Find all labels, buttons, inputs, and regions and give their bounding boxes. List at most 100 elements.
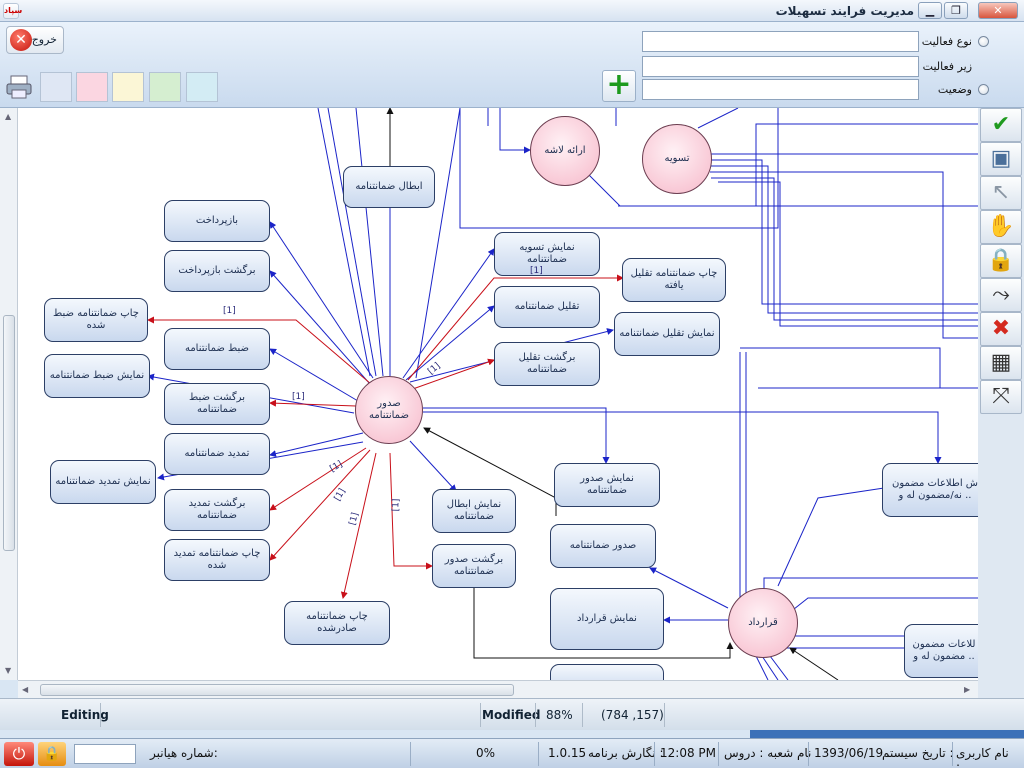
color-swatch-5[interactable] bbox=[186, 72, 218, 102]
node-seize[interactable]: ضبط ضمانتنامه bbox=[164, 328, 270, 370]
confirm-icon: ✔ bbox=[991, 112, 1011, 137]
node-seize-back[interactable]: برگشت ضبط ضمانتنامه bbox=[164, 383, 270, 425]
color-swatch-1[interactable] bbox=[40, 72, 72, 102]
branch-name: نام شعبه : دروس bbox=[724, 746, 812, 760]
node-show-settle[interactable]: نمایش تسویه ضمانتنامه bbox=[494, 232, 600, 276]
minimize-button[interactable]: ▁ bbox=[918, 2, 942, 19]
horizontal-scrollbar[interactable]: ◀ ▶ bbox=[18, 680, 978, 698]
color-swatch-2[interactable] bbox=[76, 72, 108, 102]
power-button[interactable]: ⏻ bbox=[4, 742, 34, 766]
node-info-1[interactable]: ش اطلاعات مضمون نه/مضمون له و .. bbox=[882, 463, 978, 517]
system-date: 1393/06/19 bbox=[814, 746, 884, 760]
hand-button[interactable]: ✋ bbox=[980, 210, 1022, 244]
node-print-issued[interactable]: چاپ ضمانتنامه صادرشده bbox=[284, 601, 390, 645]
app-logo-icon: سپاد bbox=[3, 3, 22, 19]
node-print-extended[interactable]: چاپ ضمانتنامه تمدید شده bbox=[164, 539, 270, 581]
node-show-contract[interactable]: نمایش قرارداد bbox=[550, 588, 664, 650]
node-info-2[interactable]: للاعات مضمون مضمون له و .. bbox=[904, 624, 978, 678]
close-circle-icon: ✕ bbox=[10, 29, 32, 51]
print-button[interactable] bbox=[4, 72, 36, 102]
node-reduce[interactable]: تقلیل ضمانتنامه bbox=[494, 286, 600, 328]
hub-settle[interactable]: تسویه bbox=[642, 124, 712, 194]
hub-contract[interactable]: قرارداد bbox=[728, 588, 798, 658]
activity-type-radio[interactable] bbox=[978, 36, 989, 47]
status-modified: Modified bbox=[482, 708, 541, 722]
version-number: 1.0.15 bbox=[548, 746, 587, 760]
scroll-up-icon[interactable]: ▲ bbox=[5, 112, 12, 121]
hub-issue-guarantee[interactable]: صدور ضمانتنامه bbox=[355, 376, 423, 444]
node-issue[interactable]: صدور ضمانتنامه bbox=[550, 524, 656, 568]
toolbar: ✕ خروج + نوع فعالیت زیر فعالیت وضعیت bbox=[0, 22, 1024, 108]
add-button[interactable]: + bbox=[602, 70, 636, 102]
lock-session-button[interactable]: 🔒 bbox=[38, 742, 66, 766]
vertical-scroll-thumb[interactable] bbox=[3, 315, 15, 551]
restore-button[interactable]: ❐ bbox=[944, 2, 968, 19]
pointer-icon: ↖ bbox=[991, 180, 1011, 205]
progress-text: 0% bbox=[476, 746, 496, 760]
edge-label: [1] bbox=[391, 498, 402, 512]
status-zoom: 88% bbox=[546, 708, 573, 722]
node-extend-back[interactable]: برگشت تمدید ضمانتنامه bbox=[164, 489, 270, 531]
clock: 12:08 PM bbox=[660, 746, 716, 760]
status-accent-strip bbox=[750, 730, 1024, 738]
vertical-scrollbar[interactable]: ▲ ▼ bbox=[0, 108, 18, 680]
node-show-cancel[interactable]: نمایش ابطال ضمانتنامه bbox=[432, 489, 516, 533]
sub-activity-input[interactable] bbox=[642, 56, 919, 77]
status-radio[interactable] bbox=[978, 84, 989, 95]
status-mode: Editing bbox=[61, 708, 109, 722]
node-extend[interactable]: تمدید ضمانتنامه bbox=[164, 433, 270, 475]
diagram-canvas[interactable]: صدور ضمانتنامه ارائه لاشه تسویه قرارداد … bbox=[18, 108, 978, 680]
scroll-left-icon[interactable]: ◀ bbox=[22, 685, 29, 694]
collapse-button[interactable]: ⤧ bbox=[980, 380, 1022, 414]
node-issue-back[interactable]: برگشت صدور ضمانتنامه bbox=[432, 544, 516, 588]
node-reduce-back[interactable]: برگشت تقلیل ضمانتنامه bbox=[494, 342, 600, 386]
exit-button[interactable]: ✕ خروج bbox=[6, 26, 64, 54]
node-print-seized[interactable]: چاپ ضمانتنامه ضبط شده bbox=[44, 298, 148, 342]
lock-button[interactable]: 🔒 bbox=[980, 244, 1022, 278]
hand-icon: ✋ bbox=[987, 214, 1015, 239]
status-label: وضعیت bbox=[937, 83, 972, 96]
activity-type-label: نوع فعالیت bbox=[921, 35, 972, 48]
edge-label: [1] bbox=[223, 306, 236, 316]
edge-label: [1] bbox=[530, 266, 543, 276]
node-repayment[interactable]: بازپرداخت bbox=[164, 200, 270, 242]
bottom-taskbar: ⏻ 🔒 شماره هیانبر: 0% 1.0.15 نگارش برنامه… bbox=[0, 738, 1024, 768]
node-show-reduce[interactable]: نمایش تقلیل ضمانتنامه bbox=[614, 312, 720, 356]
scroll-down-icon[interactable]: ▼ bbox=[5, 666, 12, 675]
status-coords: (784 ,157) bbox=[601, 708, 664, 722]
node-show-seize[interactable]: نمایش ضبط ضمانتنامه bbox=[44, 354, 150, 398]
shortcut-number-input[interactable] bbox=[74, 744, 136, 764]
node-show-extend[interactable]: نمایش تمدید ضمانتنامه bbox=[50, 460, 156, 504]
version-label: نگارش برنامه : bbox=[588, 746, 664, 760]
status-input[interactable] bbox=[642, 79, 919, 100]
sub-activity-label: زیر فعالیت bbox=[922, 60, 972, 73]
exit-label: خروج bbox=[31, 33, 57, 46]
save-icon: ▣ bbox=[990, 146, 1012, 171]
confirm-button[interactable]: ✔ bbox=[980, 108, 1022, 142]
node-partial[interactable] bbox=[550, 664, 664, 680]
shortcut-number-label: شماره هیانبر: bbox=[150, 746, 218, 760]
node-show-issue[interactable]: نمایش صدور ضمانتنامه bbox=[554, 463, 660, 507]
color-swatch-4[interactable] bbox=[149, 72, 181, 102]
save-button[interactable]: ▣ bbox=[980, 142, 1022, 176]
color-swatch-3[interactable] bbox=[112, 72, 144, 102]
delete-button[interactable]: ✖ bbox=[980, 312, 1022, 346]
node-repayment-back[interactable]: برگشت بازپرداخت bbox=[164, 250, 270, 292]
text-select-button[interactable]: ▦ bbox=[980, 346, 1022, 380]
username-label: نام کاربری :... bbox=[956, 746, 1009, 768]
activity-type-input[interactable] bbox=[642, 31, 919, 52]
lock-icon: 🔒 bbox=[987, 248, 1015, 273]
hub-present-shell[interactable]: ارائه لاشه bbox=[530, 116, 600, 186]
horizontal-scroll-thumb[interactable] bbox=[40, 684, 514, 696]
node-cancel-guarantee[interactable]: ابطال ضمانتنامه bbox=[343, 166, 435, 208]
diagram-links bbox=[147, 108, 978, 680]
collapse-icon: ⤧ bbox=[992, 384, 1010, 409]
power-icon: ⏻ bbox=[12, 744, 26, 763]
scroll-right-icon[interactable]: ▶ bbox=[964, 685, 971, 694]
pointer-button[interactable]: ↖ bbox=[980, 176, 1022, 210]
close-window-button[interactable]: ✕ bbox=[978, 2, 1018, 19]
connector-button[interactable]: ⤳ bbox=[980, 278, 1022, 312]
node-print-reduced[interactable]: چاپ ضمانتنامه تقلیل یافته bbox=[622, 258, 726, 302]
edge-label: [1] bbox=[292, 392, 305, 402]
window-title: مدیریت فرایند تسهیلات bbox=[775, 4, 914, 18]
